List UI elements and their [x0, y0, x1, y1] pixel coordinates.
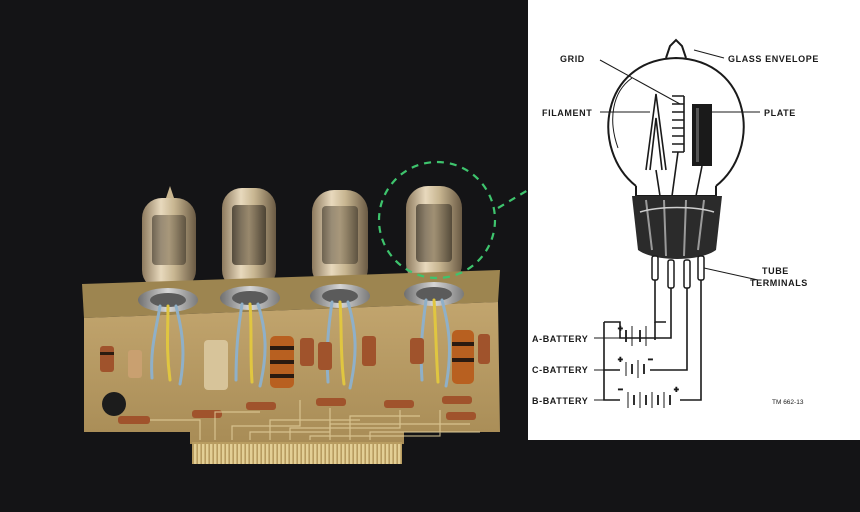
- connector-finger: [382, 444, 385, 464]
- connector-finger: [286, 444, 289, 464]
- connector-finger: [302, 444, 305, 464]
- tube-socket-3: [310, 284, 370, 308]
- connector-finger: [274, 444, 277, 464]
- socket-wires: [150, 298, 451, 390]
- tube-schematic: + + − − +: [528, 0, 860, 440]
- connector-finger: [386, 444, 389, 464]
- filament-drawing: [645, 93, 667, 171]
- connector-finger: [226, 444, 229, 464]
- board-components: [100, 330, 490, 424]
- edge-connector: [192, 442, 402, 464]
- svg-text:+: +: [618, 355, 623, 364]
- connector-finger: [306, 444, 309, 464]
- connector-finger: [254, 444, 257, 464]
- connector-finger: [206, 444, 209, 464]
- connector-finger: [270, 444, 273, 464]
- tube-socket-4: [404, 282, 464, 306]
- leader-lines: [594, 49, 760, 401]
- connector-finger: [262, 444, 265, 464]
- callout-circle: [377, 160, 497, 280]
- connector-finger: [298, 444, 301, 464]
- c-battery-symbol: + −: [618, 355, 653, 378]
- connector-finger: [282, 444, 285, 464]
- plate-drawing: [692, 104, 712, 166]
- pcb-traces: [150, 400, 480, 440]
- connector-finger: [350, 444, 353, 464]
- svg-text:+: +: [618, 324, 623, 333]
- label-b-battery: B-BATTERY: [532, 396, 588, 406]
- connector-finger: [370, 444, 373, 464]
- tube-socket-2: [220, 286, 280, 310]
- label-terminals: TERMINALS: [750, 278, 808, 288]
- svg-text:+: +: [674, 385, 679, 394]
- vacuum-tube-3: [312, 190, 368, 290]
- connector-finger: [338, 444, 341, 464]
- edge-connector-fingers: [194, 444, 401, 464]
- callout-connector: [497, 159, 579, 209]
- connector-finger: [342, 444, 345, 464]
- svg-text:−: −: [618, 385, 623, 394]
- label-plate: PLATE: [764, 108, 796, 118]
- connector-finger: [374, 444, 377, 464]
- connector-finger: [238, 444, 241, 464]
- connector-finger: [250, 444, 253, 464]
- vacuum-tube-1: [142, 186, 196, 290]
- connector-finger: [394, 444, 397, 464]
- connector-finger: [326, 444, 329, 464]
- figure-reference: TM 662-13: [772, 399, 804, 406]
- tube-base-drawing: [632, 196, 722, 259]
- connector-finger: [258, 444, 261, 464]
- connector-finger: [366, 444, 369, 464]
- label-grid: GRID: [560, 54, 585, 64]
- tube-socket-1: [138, 288, 198, 312]
- connector-finger: [390, 444, 393, 464]
- a-battery-symbol: +: [618, 324, 647, 346]
- connector-finger: [310, 444, 313, 464]
- connector-finger: [198, 444, 201, 464]
- connector-finger: [230, 444, 233, 464]
- connector-finger: [210, 444, 213, 464]
- connector-finger: [334, 444, 337, 464]
- connector-finger: [214, 444, 217, 464]
- connector-finger: [314, 444, 317, 464]
- vacuum-tube-4: [406, 186, 462, 286]
- connector-finger: [194, 444, 197, 464]
- connector-finger: [202, 444, 205, 464]
- connector-finger: [318, 444, 321, 464]
- label-tube: TUBE: [762, 266, 789, 276]
- label-filament: FILAMENT: [542, 108, 592, 118]
- connector-finger: [354, 444, 357, 464]
- connector-finger: [322, 444, 325, 464]
- svg-text:−: −: [648, 355, 653, 364]
- label-a-battery: A-BATTERY: [532, 334, 588, 344]
- connector-finger: [346, 444, 349, 464]
- connector-finger: [362, 444, 365, 464]
- connector-finger: [294, 444, 297, 464]
- b-battery-symbol: − +: [618, 385, 679, 408]
- support-wires: [655, 151, 703, 197]
- label-glass-envelope: GLASS ENVELOPE: [728, 54, 819, 64]
- connector-finger: [398, 444, 401, 464]
- connector-finger: [378, 444, 381, 464]
- label-c-battery: C-BATTERY: [532, 365, 588, 375]
- connector-finger: [358, 444, 361, 464]
- connector-finger: [242, 444, 245, 464]
- glass-highlight: [612, 77, 633, 149]
- circuit-board-photo: [82, 186, 500, 464]
- connector-finger: [290, 444, 293, 464]
- connector-finger: [266, 444, 269, 464]
- connector-finger: [246, 444, 249, 464]
- connector-finger: [218, 444, 221, 464]
- vacuum-tube-2: [222, 188, 276, 290]
- connector-finger: [234, 444, 237, 464]
- connector-finger: [330, 444, 333, 464]
- connector-finger: [222, 444, 225, 464]
- connector-finger: [278, 444, 281, 464]
